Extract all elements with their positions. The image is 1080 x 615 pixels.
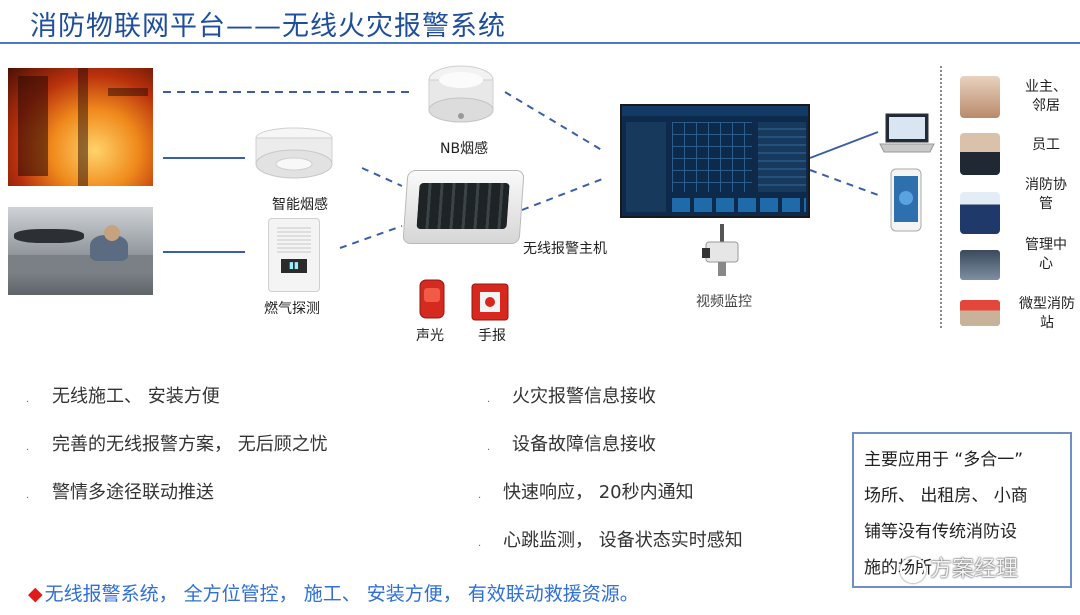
manual-alarm-label: 手报 — [478, 328, 506, 344]
sound-light-alarm-image — [419, 279, 445, 319]
role-employee: 员工 — [1032, 137, 1060, 153]
nb-smoke-detector-image — [428, 65, 494, 123]
diamond-marker-icon: ◆ — [28, 583, 43, 605]
smart-smoke-label: 智能烟感 — [272, 197, 328, 213]
smart-smoke-detector-image — [255, 127, 333, 179]
feature-left-3: 警情多途径联动推送 — [52, 482, 214, 503]
smartphone-image — [890, 168, 922, 232]
role-owner-neighbor: 业主、邻居 — [1025, 79, 1067, 114]
application-line-2: 场所、 出租房、 小商 — [864, 486, 1028, 506]
footer-summary: ◆无线报警系统， 全方位管控， 施工、 安装方便， 有效联动救援资源。 — [28, 579, 639, 606]
page-title: 消防物联网平台——无线火灾报警系统 — [30, 11, 506, 42]
role-management-center: 管理中心 — [1025, 237, 1067, 272]
watermark: 方案经理 — [900, 551, 1018, 583]
link-smoke-to-host — [361, 167, 403, 187]
video-label: 视频监控 — [696, 294, 752, 310]
video-camera-image — [702, 224, 739, 276]
bullet-dot: . — [26, 442, 30, 453]
feature-right-3: 快速响应， 20秒内通知 — [503, 482, 694, 503]
kitchen-scene-image — [8, 207, 153, 295]
link-gas-to-host — [339, 225, 403, 249]
alarm-host-label: 无线报警主机 — [523, 241, 607, 257]
nb-smoke-label: NB烟感 — [440, 141, 489, 157]
employee-avatar — [960, 133, 1000, 175]
application-line-3: 铺等没有传统消防设 — [864, 522, 1017, 542]
application-box: 主要应用于 “多合一” 场所、 出租房、 小商 铺等没有传统消防设 施的场所 — [852, 432, 1072, 588]
bullet-dot: . — [478, 490, 482, 501]
sound-light-label: 声光 — [416, 328, 444, 344]
bullet-dot: . — [478, 538, 482, 549]
laptop-image — [879, 113, 935, 153]
management-center-image — [960, 250, 1000, 280]
application-line-1: 主要应用于 “多合一” — [864, 450, 1024, 470]
bullet-dot: . — [26, 490, 30, 501]
feature-left-1: 无线施工、 安装方便 — [52, 386, 220, 407]
feature-left-2: 完善的无线报警方案， 无后顾之忧 — [52, 434, 328, 455]
feature-right-2: 设备故障信息接收 — [512, 434, 656, 455]
role-separator — [940, 66, 942, 328]
owner-avatar — [960, 76, 1000, 118]
link-platform-to-laptop — [809, 131, 879, 159]
footer-text: 无线报警系统， 全方位管控， 施工、 安装方便， 有效联动救援资源。 — [44, 583, 639, 605]
bullet-dot: . — [487, 442, 491, 453]
alarm-host-image — [402, 170, 525, 244]
title-underline — [0, 42, 1080, 44]
link-nb-to-platform — [504, 91, 606, 153]
feature-right-4: 心跳监测， 设备状态实时感知 — [503, 530, 743, 551]
manual-alarm-image — [471, 283, 509, 321]
bullet-dot: . — [26, 394, 30, 405]
role-fire-assistant: 消防协管 — [1025, 177, 1067, 212]
gas-detector-label: 燃气探测 — [264, 301, 320, 317]
gas-detector-image: ▮▮ — [268, 218, 320, 292]
bullet-dot: . — [487, 394, 491, 405]
link-platform-to-phone — [809, 169, 879, 196]
fire-scene-image — [8, 68, 153, 186]
role-mini-fire-station: 微型消防站 — [1019, 296, 1075, 331]
link-host-to-platform — [521, 177, 606, 211]
fire-assistant-avatar — [960, 192, 1000, 234]
feature-right-1: 火灾报警信息接收 — [512, 386, 656, 407]
wechat-icon — [900, 557, 926, 583]
mini-fire-station-image — [960, 300, 1000, 326]
platform-dashboard-image — [620, 104, 810, 218]
